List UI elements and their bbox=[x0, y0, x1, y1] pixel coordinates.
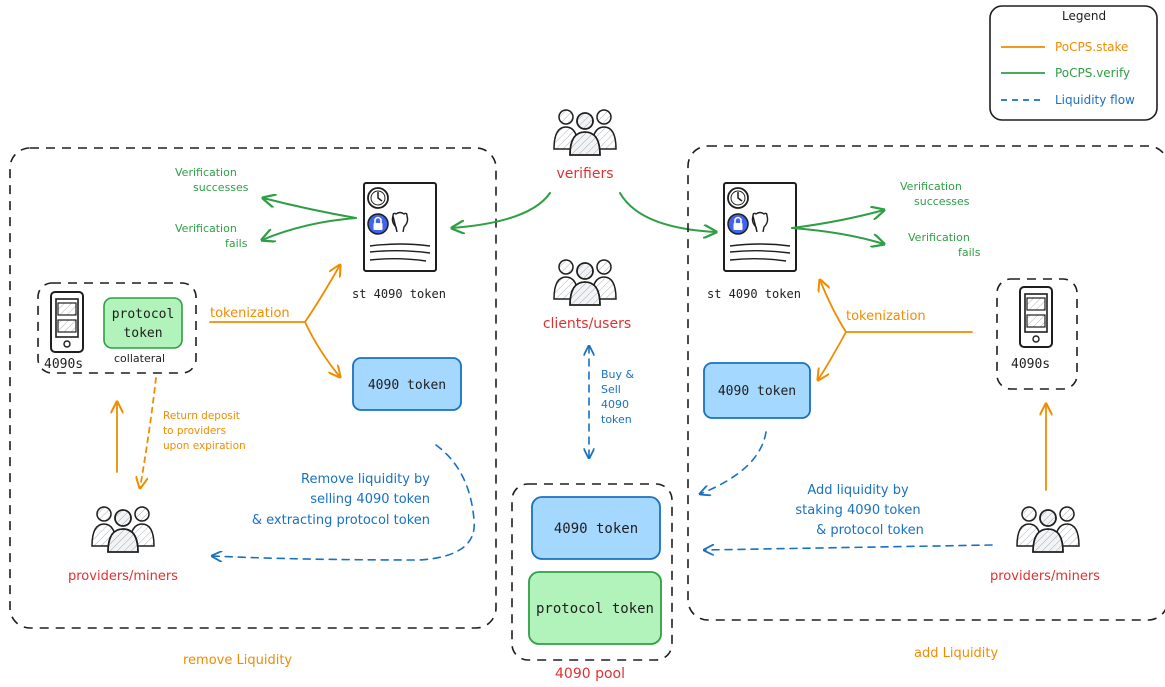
right-verif-success-line1: Verification bbox=[900, 180, 962, 193]
left-to-st-token-arrow bbox=[304, 265, 340, 323]
right-to-token-arrow bbox=[818, 331, 847, 380]
legend-verify-label: PoCPS.verify bbox=[1055, 66, 1130, 80]
left-4090-token-box bbox=[352, 357, 462, 411]
clients-icon bbox=[553, 259, 617, 306]
remove-liquidity-container bbox=[9, 147, 497, 629]
pool-protocol-token-box bbox=[528, 571, 662, 645]
legend-stake-label: PoCPS.stake bbox=[1055, 40, 1128, 54]
left-gpu-icon bbox=[50, 291, 84, 353]
left-tokenization-label: tokenization bbox=[210, 306, 290, 321]
right-fail-arrow bbox=[791, 227, 884, 244]
right-success-arrow bbox=[791, 210, 884, 229]
right-to-st-token-arrow bbox=[820, 280, 847, 333]
buy-sell-line3: 4090 bbox=[601, 398, 629, 411]
left-protocol-token-box bbox=[103, 297, 183, 349]
right-verif-fail-line2: fails bbox=[958, 246, 981, 259]
right-st-token-icon bbox=[723, 182, 797, 272]
left-fail-arrow bbox=[262, 217, 357, 240]
left-providers-icon bbox=[91, 506, 155, 553]
left-verif-success-line2: successes bbox=[193, 181, 249, 194]
left-return-deposit-line1: Return deposit bbox=[163, 410, 240, 422]
right-token-to-pool-arrow bbox=[700, 431, 767, 494]
pool-4090-token-box bbox=[531, 496, 661, 560]
right-device-label: 4090s bbox=[1011, 357, 1050, 372]
right-section-label: add Liquidity bbox=[914, 646, 999, 661]
buy-sell-line2: Sell bbox=[601, 383, 621, 396]
verifiers-to-left-arrow bbox=[452, 192, 551, 228]
left-protocol-token-line2: token bbox=[123, 326, 162, 341]
buy-sell-line4: token bbox=[601, 413, 632, 426]
pool-4090-token-label: 4090 token bbox=[554, 521, 638, 537]
left-providers-label: providers/miners bbox=[68, 569, 178, 584]
left-device-box bbox=[37, 282, 197, 374]
right-add-text-line2: staking 4090 token bbox=[795, 503, 920, 518]
right-tokenization-label: tokenization bbox=[846, 309, 926, 324]
right-add-text-line1: Add liquidity by bbox=[807, 483, 909, 498]
legend-box bbox=[989, 5, 1158, 121]
right-verif-success-line2: successes bbox=[914, 195, 970, 208]
left-verif-success-line1: Verification bbox=[175, 166, 237, 179]
right-device-box bbox=[996, 278, 1078, 390]
right-gpu-icon bbox=[1019, 286, 1053, 348]
left-section-label: remove Liquidity bbox=[183, 653, 292, 668]
left-verif-fail-line1: Verification bbox=[175, 222, 237, 235]
left-device-label: 4090s bbox=[44, 357, 83, 372]
clients-label: clients/users bbox=[543, 316, 631, 332]
add-liquidity-container bbox=[687, 145, 1165, 621]
legend: Legend PoCPS.stake PoCPS.verify Liquidit… bbox=[989, 5, 1158, 121]
right-providers-label: providers/miners bbox=[990, 569, 1100, 584]
legend-title: Legend bbox=[1062, 9, 1106, 23]
pool-container bbox=[511, 483, 673, 661]
left-verif-fail-line2: fails bbox=[225, 237, 248, 250]
right-4090-token-box bbox=[703, 362, 811, 419]
left-protocol-token-line1: protocol bbox=[112, 307, 175, 322]
pool-label: 4090 pool bbox=[555, 666, 625, 682]
left-success-arrow bbox=[263, 198, 357, 219]
right-st-token-label: st 4090 token bbox=[707, 287, 801, 301]
left-st-token-icon bbox=[363, 182, 437, 272]
right-providers-icon bbox=[1016, 506, 1080, 553]
verifiers-icon bbox=[553, 109, 617, 156]
verifiers-label: verifiers bbox=[556, 166, 613, 182]
right-4090-token-label: 4090 token bbox=[718, 384, 796, 399]
left-return-deposit-line3: upon expiration bbox=[163, 440, 246, 452]
pool-protocol-token-label: protocol token bbox=[536, 601, 654, 617]
right-verif-fail-line1: Verification bbox=[908, 231, 970, 244]
left-collateral-label: collateral bbox=[114, 352, 165, 365]
left-remove-text-line1: Remove liquidity by bbox=[301, 472, 430, 487]
left-to-token-arrow bbox=[304, 321, 340, 377]
left-remove-text-line2: selling 4090 token bbox=[310, 492, 430, 507]
buy-sell-line1: Buy & bbox=[601, 368, 635, 381]
right-add-liquidity-arrow bbox=[704, 544, 993, 550]
left-st-token-label: st 4090 token bbox=[352, 287, 446, 301]
left-return-deposit-line2: to providers bbox=[163, 425, 226, 437]
legend-liquidity-label: Liquidity flow bbox=[1055, 93, 1135, 107]
left-4090-token-label: 4090 token bbox=[368, 378, 446, 393]
left-remove-text-line3: & extracting protocol token bbox=[252, 513, 430, 528]
right-add-text-line3: & protocol token bbox=[816, 523, 924, 538]
left-return-deposit-arrow bbox=[140, 377, 157, 488]
verifiers-to-right-arrow bbox=[619, 192, 716, 232]
